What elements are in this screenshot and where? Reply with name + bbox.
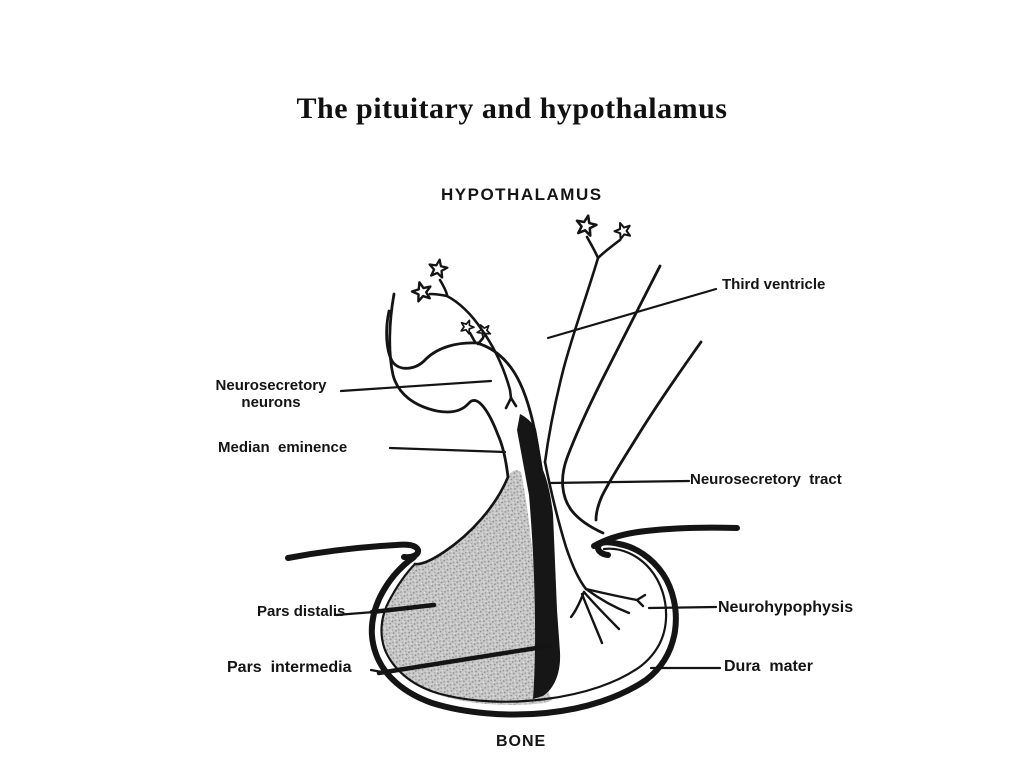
label-neurosecretory-neurons: Neurosecretory neurons: [203, 377, 339, 412]
pituitary-gland-capsule: [368, 539, 679, 718]
label-pars-distalis: Pars distalis: [257, 603, 346, 620]
label-median-eminence: Median eminence: [218, 439, 348, 456]
label-neurosecretory-neurons-line1: Neurosecretory: [215, 377, 327, 394]
internal-leader-lines: [369, 602, 552, 676]
leader-lines: [334, 287, 722, 674]
label-hypothalamus: HYPOTHALAMUS: [441, 185, 603, 204]
page-title: The pituitary and hypothalamus: [296, 92, 728, 125]
dura-mater-shelves: [285, 524, 740, 561]
neurohypophysis-nerve-branches: [569, 587, 647, 645]
label-neurohypophysis: Neurohypophysis: [718, 599, 854, 616]
hypothalamus-outline: [385, 264, 703, 535]
label-neurosecretory-tract: Neurosecretory tract: [690, 471, 842, 488]
pituitary-stalk: [413, 460, 588, 591]
neuron-cell-star-icons: [409, 212, 634, 341]
label-bone: BONE: [496, 733, 547, 750]
label-third-ventricle: Third ventricle: [722, 276, 826, 293]
label-pars-intermedia: Pars intermedia: [227, 659, 352, 676]
label-dura-mater: Dura mater: [724, 658, 813, 675]
pars-distalis-region: [382, 470, 552, 705]
pars-intermedia-band: [517, 414, 561, 699]
label-neurosecretory-neurons-line2: neurons: [241, 394, 301, 412]
